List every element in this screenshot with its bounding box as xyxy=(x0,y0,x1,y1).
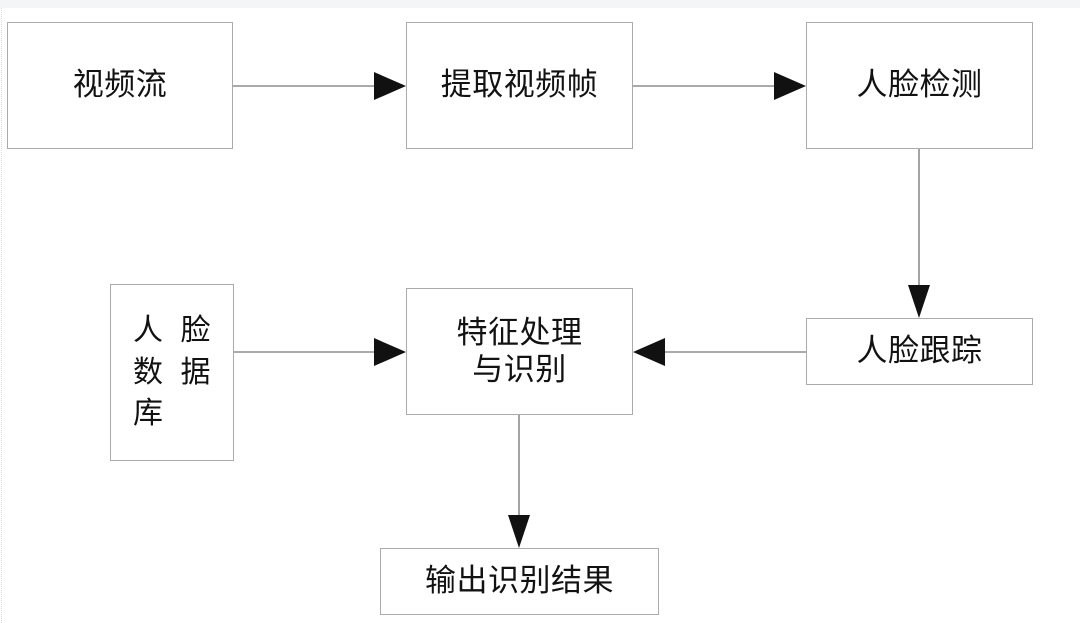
node-face-database-char-5: 库 xyxy=(133,396,164,432)
connector-face-tracking-to-feature-process xyxy=(633,338,806,366)
node-feature-process-label: 特征处理 与识别 xyxy=(456,314,583,388)
connector-video-stream-to-extract-frame xyxy=(233,72,406,100)
node-output-result-label: 输出识别结果 xyxy=(425,563,614,600)
node-extract-frame-label: 提取视频帧 xyxy=(440,67,599,104)
node-face-tracking-label: 人脸跟踪 xyxy=(856,333,983,370)
connector-face-database-to-feature-process xyxy=(234,338,406,366)
node-extract-frame[interactable]: 提取视频帧 xyxy=(406,22,633,149)
page-left-rule xyxy=(1,8,2,623)
node-output-result[interactable]: 输出识别结果 xyxy=(380,548,659,615)
node-feature-process[interactable]: 特征处理 与识别 xyxy=(406,288,633,415)
node-face-database-char-4: 据 xyxy=(180,354,211,390)
node-face-detection[interactable]: 人脸检测 xyxy=(806,22,1033,149)
page-top-margin-strip xyxy=(0,0,1080,8)
node-face-tracking[interactable]: 人脸跟踪 xyxy=(806,318,1033,385)
node-video-stream[interactable]: 视频流 xyxy=(7,22,233,149)
connector-face-detection-to-face-tracking xyxy=(908,149,930,318)
node-face-database-char-2: 脸 xyxy=(180,313,211,349)
node-face-database-char-3: 数 xyxy=(133,354,164,390)
connector-extract-frame-to-face-detection xyxy=(633,72,806,100)
node-face-database-char-1: 人 xyxy=(133,313,164,349)
node-video-stream-label: 视频流 xyxy=(72,67,168,104)
node-face-detection-label: 人脸检测 xyxy=(856,67,983,104)
connector-feature-process-to-output-result xyxy=(508,415,530,548)
node-face-database-label-grid: 人 脸 数 据 库 xyxy=(133,313,211,431)
node-face-database[interactable]: 人 脸 数 据 库 xyxy=(110,284,234,461)
